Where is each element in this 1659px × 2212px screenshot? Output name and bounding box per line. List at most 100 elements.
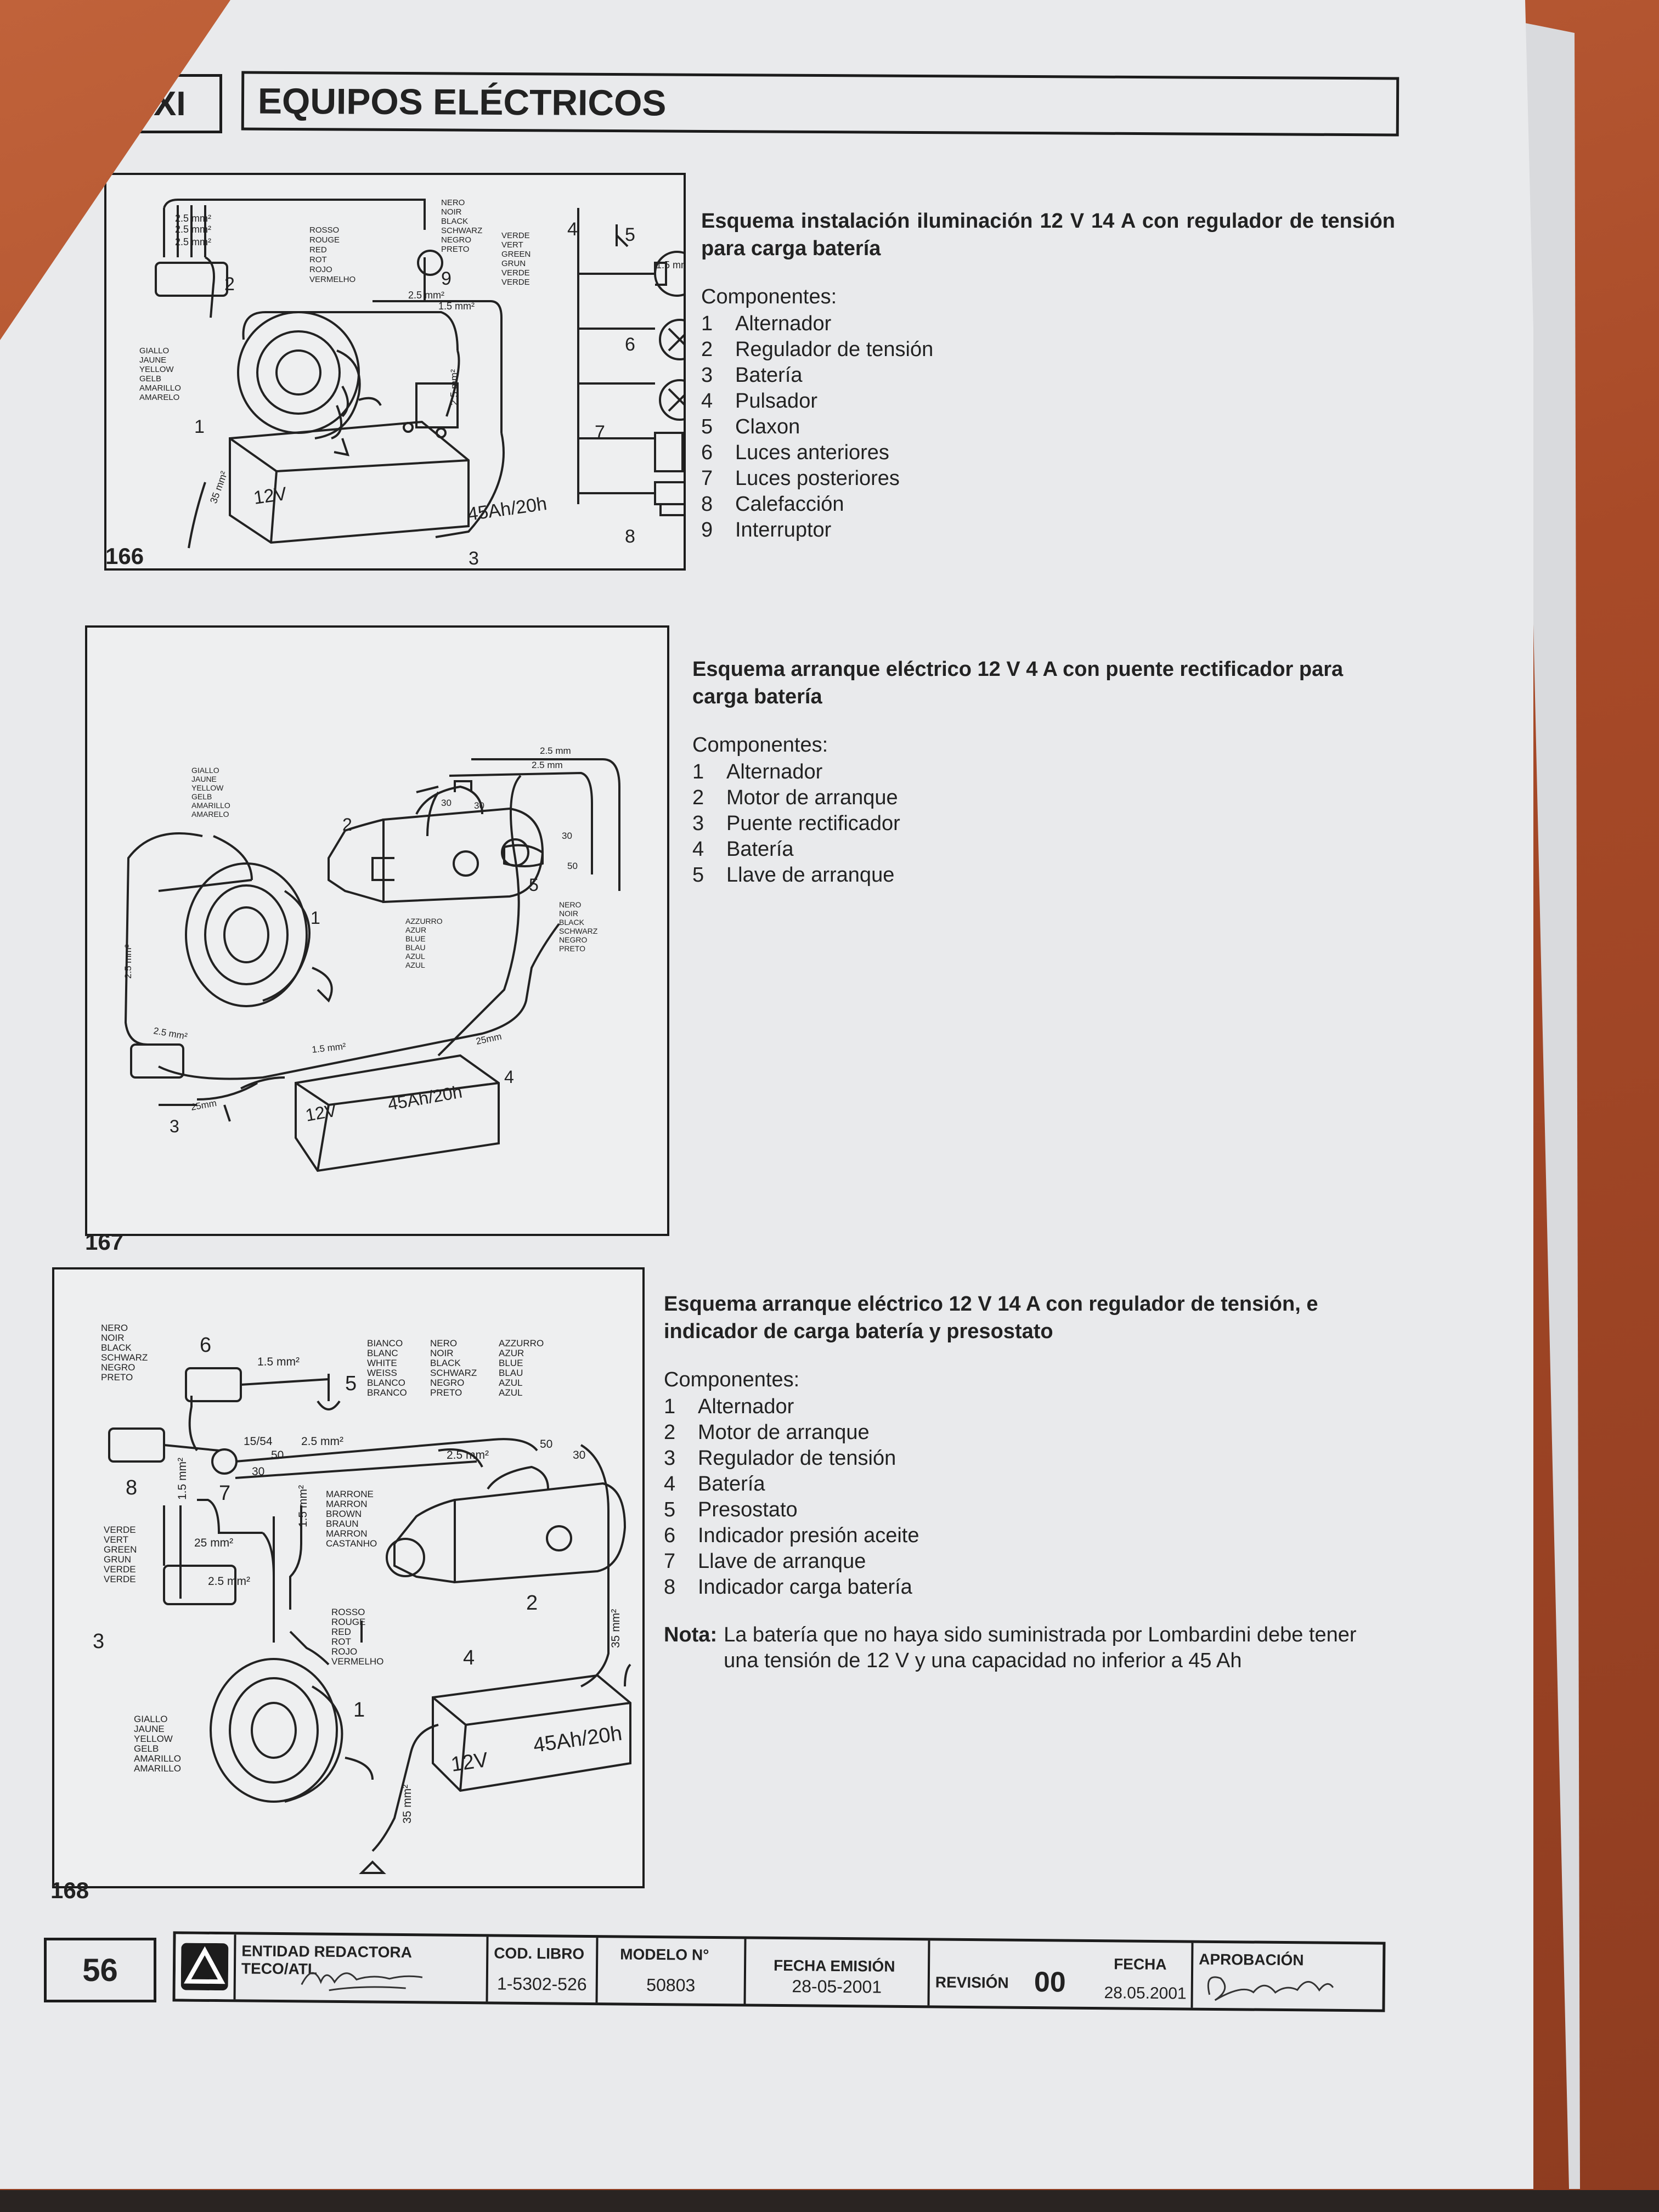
svg-text:2: 2 xyxy=(342,815,352,834)
svg-text:4: 4 xyxy=(567,219,578,240)
svg-text:12V: 12V xyxy=(449,1748,489,1776)
svg-text:45Ah/20h: 45Ah/20h xyxy=(466,493,548,525)
components-heading: Componentes: xyxy=(664,1368,800,1391)
component-label: Regulador de tensión xyxy=(698,1447,896,1470)
svg-text:BLUE: BLUE xyxy=(499,1358,523,1368)
svg-text:45Ah/20h: 45Ah/20h xyxy=(532,1722,623,1757)
svg-text:ROJO: ROJO xyxy=(309,265,332,274)
svg-text:BLAU: BLAU xyxy=(405,943,426,952)
fecha-emision-header: FECHA EMISIÓN xyxy=(773,1956,895,1975)
component-label: Llave de arranque xyxy=(698,1550,866,1573)
svg-text:GREEN: GREEN xyxy=(104,1544,137,1555)
svg-text:2.5 mm: 2.5 mm xyxy=(532,760,563,770)
svg-text:30: 30 xyxy=(252,1465,264,1478)
component-label: Claxon xyxy=(735,415,800,438)
svg-text:4: 4 xyxy=(504,1067,514,1087)
svg-text:2: 2 xyxy=(526,1592,538,1615)
fecha-header: FECHA xyxy=(1114,1955,1167,1973)
component-number: 7 xyxy=(664,1550,676,1573)
svg-text:15/54: 15/54 xyxy=(244,1435,273,1448)
svg-text:2.5 mm²: 2.5 mm² xyxy=(175,236,211,247)
svg-text:1.5 mm²: 1.5 mm² xyxy=(257,1356,300,1368)
figure-166-frame: 2.5 mm² 2.5 mm² 2.5 mm² 2.5 mm² 1.5 mm² … xyxy=(104,173,701,571)
svg-text:BLUE: BLUE xyxy=(405,934,426,943)
component-label: Alternador xyxy=(726,760,823,783)
component-number: 2 xyxy=(692,786,704,809)
fecha-emision-cell: FECHA EMISIÓN 28-05-2001 xyxy=(746,1939,930,2006)
note-label: Nota: xyxy=(664,1623,718,1646)
svg-text:MARRON: MARRON xyxy=(326,1499,368,1509)
svg-text:AZUL: AZUL xyxy=(405,961,425,969)
svg-text:1: 1 xyxy=(353,1699,365,1722)
page-footer: 56 ENTIDAD REDACTORA TECO/ATL COD. LIBRO… xyxy=(44,1931,1388,2046)
svg-text:VERMELHO: VERMELHO xyxy=(331,1656,383,1667)
svg-text:NOIR: NOIR xyxy=(559,909,578,918)
svg-text:AZUL: AZUL xyxy=(499,1387,522,1398)
svg-text:AZUR: AZUR xyxy=(405,926,426,934)
battery-note: Nota: La batería que no haya sido sumini… xyxy=(664,1622,1391,1674)
wiring-diagram-166: 2.5 mm² 2.5 mm² 2.5 mm² 2.5 mm² 1.5 mm² … xyxy=(139,198,701,569)
svg-text:RED: RED xyxy=(309,245,327,255)
component-label: Batería xyxy=(698,1472,765,1496)
fecha-emision-value: 28-05-2001 xyxy=(792,1976,882,1997)
svg-text:ROT: ROT xyxy=(331,1637,351,1647)
aprobacion-cell: APROBACIÓN xyxy=(1193,1943,1383,2010)
svg-text:AMARILLO: AMARILLO xyxy=(134,1753,181,1764)
svg-text:GRUN: GRUN xyxy=(104,1554,131,1565)
component-number: 1 xyxy=(701,312,713,335)
component-label: Alternador xyxy=(698,1395,794,1418)
component-item: 5 Claxon xyxy=(701,414,1395,440)
svg-text:1: 1 xyxy=(311,908,320,928)
page-number: 56 xyxy=(44,1938,156,2002)
svg-text:9: 9 xyxy=(441,268,452,289)
aprobacion-signature xyxy=(1207,1976,1334,2001)
footer-table: ENTIDAD REDACTORA TECO/ATL COD. LIBRO 1-… xyxy=(172,1931,1386,2012)
svg-text:GELB: GELB xyxy=(139,374,161,383)
svg-text:35 mm²: 35 mm² xyxy=(401,1785,414,1824)
component-item: 7 Llave de arranque xyxy=(664,1549,1391,1575)
svg-text:RED: RED xyxy=(331,1627,351,1637)
svg-text:8: 8 xyxy=(126,1476,137,1499)
component-number: 4 xyxy=(692,838,704,861)
svg-text:AMARELO: AMARELO xyxy=(191,810,229,819)
entidad-signature xyxy=(301,1972,423,1991)
svg-text:NEGRO: NEGRO xyxy=(430,1378,464,1388)
component-number: 5 xyxy=(692,864,704,887)
component-label: Indicador presión aceite xyxy=(698,1524,919,1547)
svg-text:50: 50 xyxy=(271,1449,284,1462)
svg-text:1.5 mm²: 1.5 mm² xyxy=(311,1041,346,1055)
component-label: Indicador carga batería xyxy=(698,1576,912,1599)
figure-166-description: Esquema instalación iluminación 12 V 14 … xyxy=(701,207,1395,543)
svg-text:30: 30 xyxy=(562,831,572,841)
svg-text:BROWN: BROWN xyxy=(326,1509,362,1519)
svg-text:45Ah/20h: 45Ah/20h xyxy=(386,1082,464,1114)
cod-libro-cell: COD. LIBRO 1-5302-526 xyxy=(488,1937,599,2003)
svg-text:AMARELO: AMARELO xyxy=(139,393,179,402)
component-number: 5 xyxy=(701,415,713,438)
svg-text:SCHWARZ: SCHWARZ xyxy=(430,1368,477,1378)
svg-text:VERDE: VERDE xyxy=(501,278,530,287)
note-text: La batería que no haya sido suministrada… xyxy=(724,1623,1357,1672)
svg-text:AMARILLO: AMARILLO xyxy=(191,801,230,810)
svg-text:GREEN: GREEN xyxy=(501,250,531,259)
component-number: 3 xyxy=(701,364,713,387)
modelo-header: MODELO N° xyxy=(620,1945,709,1963)
component-number: 8 xyxy=(664,1576,676,1599)
svg-text:ROUGE: ROUGE xyxy=(309,235,340,245)
svg-text:6: 6 xyxy=(625,334,635,355)
svg-text:25 mm²: 25 mm² xyxy=(194,1537,233,1549)
svg-text:NEGRO: NEGRO xyxy=(441,235,471,245)
entidad-cell: ENTIDAD REDACTORA TECO/ATL xyxy=(235,1934,489,2002)
component-label: Batería xyxy=(726,838,794,861)
revision-header: REVISIÓN xyxy=(935,1973,1009,1991)
